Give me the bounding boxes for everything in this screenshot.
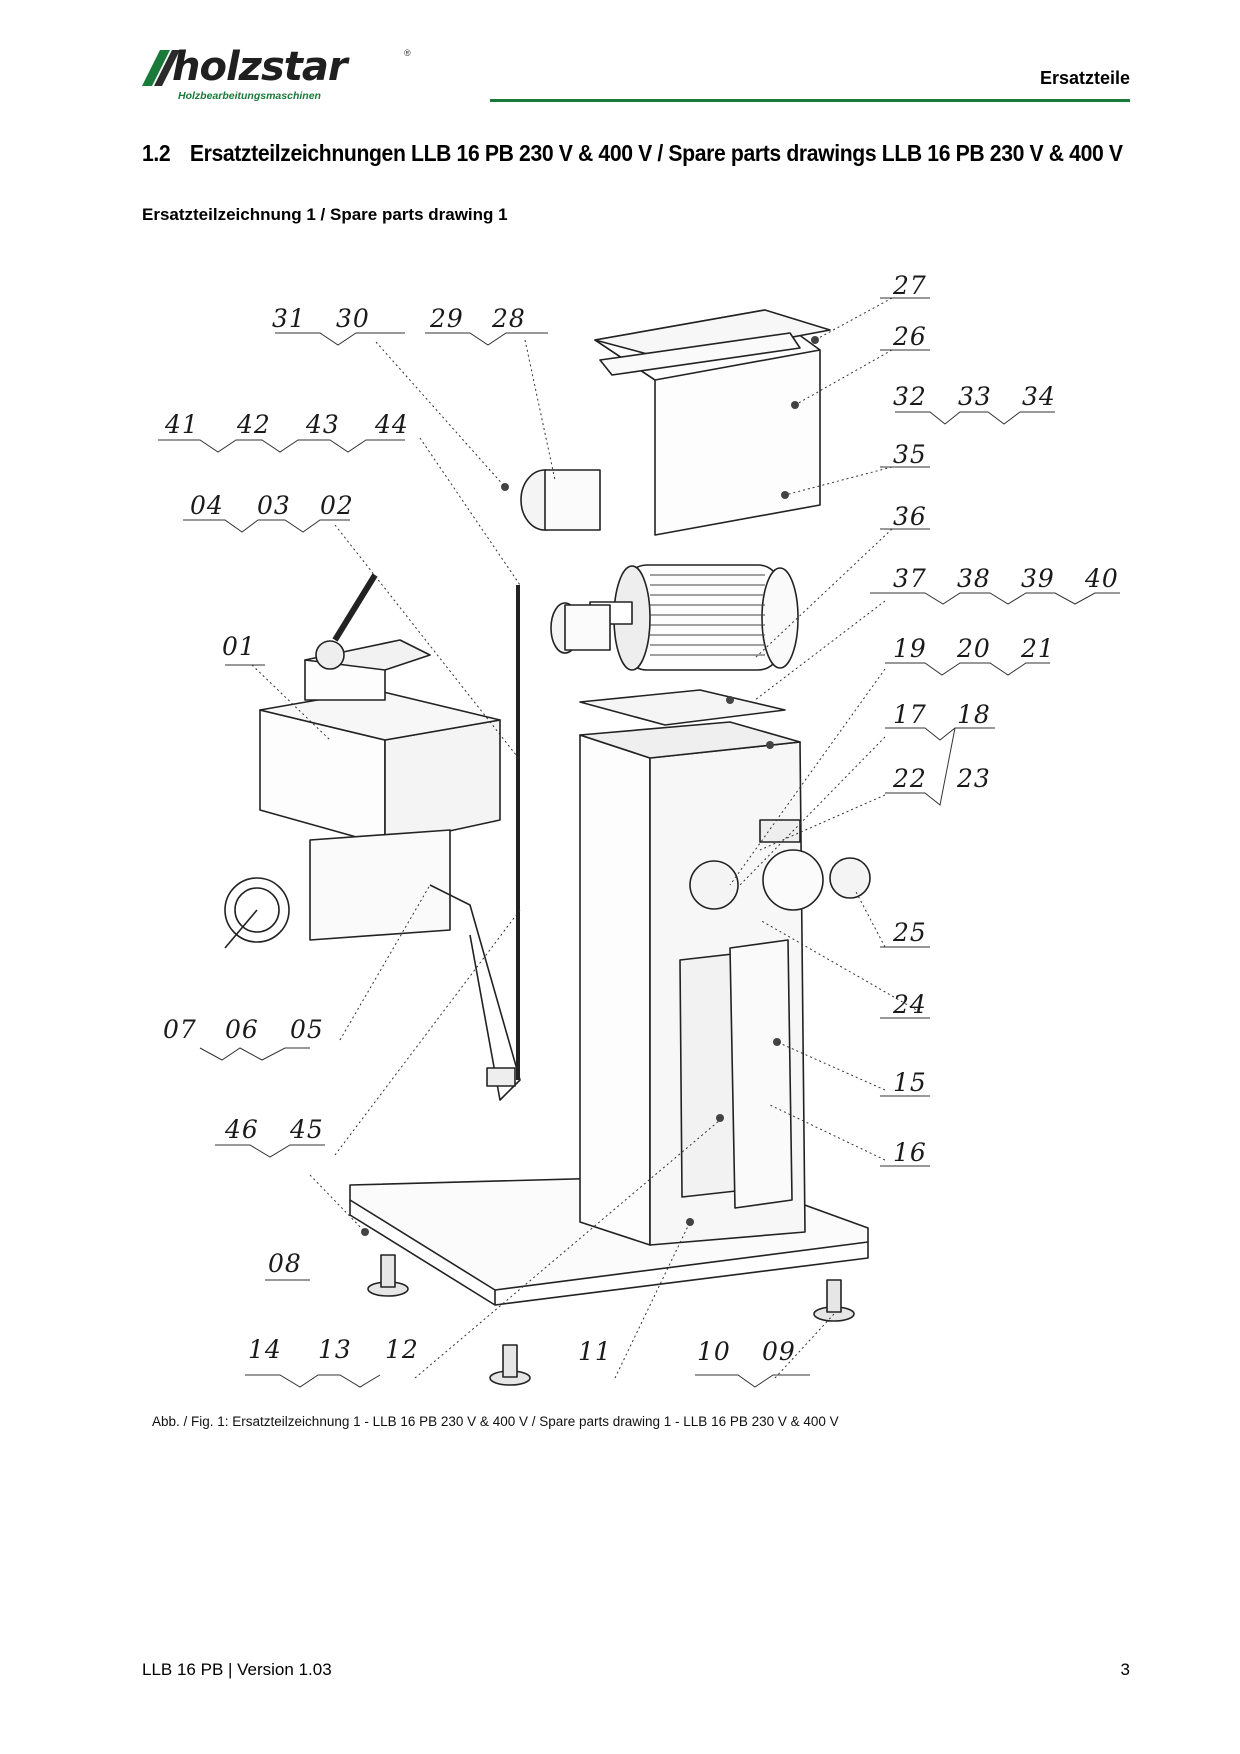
part-label-45: 45 bbox=[289, 1115, 324, 1144]
part-label-05: 05 bbox=[290, 1015, 324, 1044]
part-label-32: 32 bbox=[893, 382, 927, 411]
part-label-18: 18 bbox=[957, 700, 991, 729]
section-heading: 1.2 Ersatzteilzeichnungen LLB 16 PB 230 V… bbox=[142, 140, 1123, 167]
part-label-28: 28 bbox=[491, 304, 526, 333]
part-label-04: 04 bbox=[190, 491, 224, 520]
section-number: 1.2 bbox=[142, 140, 171, 166]
brand-name: holzstar bbox=[172, 44, 348, 90]
part-label-33: 33 bbox=[958, 382, 992, 411]
part-label-11: 11 bbox=[578, 1337, 612, 1366]
part-label-17: 17 bbox=[893, 700, 927, 729]
part-label-27: 27 bbox=[892, 271, 927, 300]
part-label-02: 02 bbox=[320, 491, 354, 520]
part-label-07: 07 bbox=[163, 1015, 197, 1044]
part-label-23: 23 bbox=[956, 764, 991, 793]
part-label-29: 29 bbox=[429, 304, 464, 333]
part-label-10: 10 bbox=[697, 1337, 731, 1366]
brand-registered-mark: ® bbox=[404, 48, 411, 58]
machine-outline bbox=[224, 309, 871, 1386]
part-label-20: 20 bbox=[956, 634, 991, 663]
part-label-26: 26 bbox=[892, 322, 927, 351]
brand-logo: holzstar ® Holzbearbeitungsmaschinen bbox=[140, 44, 430, 106]
part-label-38: 38 bbox=[957, 564, 991, 593]
part-label-34: 34 bbox=[1022, 382, 1056, 411]
callout-brackets bbox=[158, 297, 1120, 1388]
part-label-39: 39 bbox=[1021, 564, 1055, 593]
part-label-19: 19 bbox=[893, 634, 927, 663]
part-labels: 27 26 32 33 34 35 36 37 38 39 40 19 20 2… bbox=[163, 271, 1119, 1366]
part-label-21: 21 bbox=[1020, 634, 1055, 663]
part-label-13: 13 bbox=[318, 1335, 352, 1364]
logo-mark-icon bbox=[142, 50, 180, 86]
part-label-37: 37 bbox=[893, 564, 927, 593]
part-label-40: 40 bbox=[1084, 564, 1119, 593]
footer-document-version: LLB 16 PB | Version 1.03 bbox=[142, 1660, 332, 1679]
part-label-42: 42 bbox=[236, 410, 271, 439]
part-label-01: 01 bbox=[222, 632, 256, 661]
part-label-36: 36 bbox=[893, 502, 927, 531]
part-label-14: 14 bbox=[248, 1335, 282, 1364]
brand-tagline: Holzbearbeitungsmaschinen bbox=[178, 90, 321, 102]
part-label-08: 08 bbox=[268, 1249, 302, 1278]
header-section-label: Ersatzteile bbox=[1039, 68, 1130, 88]
footer-page-number: 3 bbox=[1120, 1660, 1130, 1679]
part-label-24: 24 bbox=[892, 990, 927, 1019]
part-label-31: 31 bbox=[272, 304, 306, 333]
part-label-16: 16 bbox=[893, 1138, 927, 1167]
part-label-12: 12 bbox=[385, 1335, 419, 1364]
section-title: Ersatzteilzeichnungen LLB 16 PB 230 V & … bbox=[189, 140, 1123, 166]
part-label-35: 35 bbox=[893, 440, 927, 469]
part-label-06: 06 bbox=[225, 1015, 259, 1044]
part-label-44: 44 bbox=[374, 410, 409, 439]
part-label-22: 22 bbox=[892, 764, 927, 793]
part-label-09: 09 bbox=[762, 1337, 796, 1366]
drawing-subtitle: Ersatzteilzeichnung 1 / Spare parts draw… bbox=[142, 205, 508, 224]
part-label-03: 03 bbox=[257, 491, 291, 520]
callout-leaders bbox=[251, 297, 921, 1379]
figure-caption: Abb. / Fig. 1: Ersatzteilzeichnung 1 - L… bbox=[152, 1414, 839, 1429]
part-label-43: 43 bbox=[305, 410, 340, 439]
part-label-15: 15 bbox=[893, 1068, 927, 1097]
header-rule bbox=[490, 99, 1130, 102]
part-label-25: 25 bbox=[892, 918, 927, 947]
part-label-30: 30 bbox=[336, 304, 370, 333]
part-label-46: 46 bbox=[224, 1115, 259, 1144]
part-label-41: 41 bbox=[164, 410, 199, 439]
